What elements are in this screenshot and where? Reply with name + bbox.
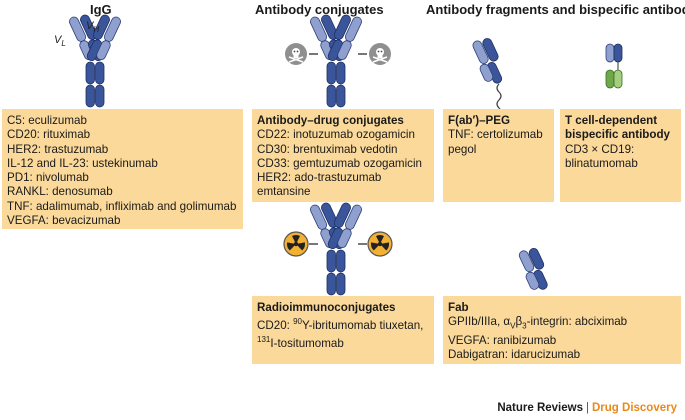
igg-line: C5: eculizumab bbox=[7, 114, 87, 127]
radio-antibody bbox=[308, 201, 364, 296]
footer-credit: Nature Reviews|Drug Discovery bbox=[497, 402, 677, 414]
igg-box: C5: eculizumab CD20: rituximab HER2: tra… bbox=[2, 109, 243, 229]
igg-line: CD20: rituximab bbox=[7, 128, 91, 142]
bispecific-line: CD3 × CD19: bbox=[565, 142, 635, 156]
fab-peg-fragment bbox=[472, 38, 503, 119]
skull-crossbones-icon bbox=[358, 43, 391, 65]
publisher-name: Nature Reviews bbox=[497, 402, 583, 414]
radio-line: 131I-tositumomab bbox=[257, 335, 344, 351]
bispecific-line: blinatumomab bbox=[565, 156, 638, 170]
bispecific-box: T cell-dependent bispecific antibody CD3… bbox=[560, 109, 681, 202]
vh-label: VH bbox=[86, 20, 100, 35]
radio-title: Radioimmunoconjugates bbox=[257, 301, 396, 314]
igg-line: IL-12 and IL-23: ustekinumab bbox=[7, 156, 158, 170]
fab-box: Fab GPIIb/IIIa, αVβ3-integrin: abciximab… bbox=[443, 296, 681, 364]
adc-line: emtansine bbox=[257, 185, 311, 199]
skull-crossbones-icon bbox=[285, 43, 318, 65]
adc-line: HER2: ado-trastuzumab bbox=[257, 171, 382, 185]
bispecific-title: T cell-dependent bbox=[565, 114, 658, 127]
adc-antibody bbox=[308, 13, 364, 108]
conjugates-heading: Antibody conjugates bbox=[255, 2, 384, 17]
fab-line: GPIIb/IIIa, αVβ3-integrin: abciximab bbox=[448, 315, 628, 331]
radiation-icon bbox=[283, 231, 318, 257]
peg-line: pegol bbox=[448, 142, 477, 156]
bispecific-title: bispecific antibody bbox=[565, 128, 671, 142]
igg-line: VEGFA: bevacizumab bbox=[7, 214, 121, 228]
igg-line: RANKL: denosumab bbox=[7, 185, 113, 199]
adc-line: CD30: brentuximab vedotin bbox=[257, 142, 398, 156]
adc-line: CD33: gemtuzumab ozogamicin bbox=[257, 156, 422, 170]
fragments-heading: Antibody fragments and bispecific antibo… bbox=[426, 2, 685, 17]
igg-heading: IgG bbox=[90, 2, 112, 17]
fab-line: VEGFA: ranibizumab bbox=[448, 333, 557, 347]
adc-box: Antibody–drug conjugates CD22: inotuzuma… bbox=[252, 109, 434, 202]
fab-line: Dabigatran: idarucizumab bbox=[448, 348, 581, 362]
igg-line: HER2: trastuzumab bbox=[7, 142, 109, 156]
peg-line: TNF: certolizumab bbox=[448, 128, 543, 142]
radiation-icon bbox=[358, 231, 393, 257]
radio-box: Radioimmunoconjugates CD20: 90Y-ibritumo… bbox=[252, 296, 434, 364]
journal-name: Drug Discovery bbox=[591, 402, 677, 414]
adc-line: CD22: inotuzumab ozogamicin bbox=[257, 128, 415, 142]
bispecific-antibody bbox=[605, 43, 623, 89]
radio-line: CD20: 90Y-ibritumomab tiuxetan, bbox=[257, 317, 424, 333]
adc-title: Antibody–drug conjugates bbox=[257, 114, 404, 127]
igg-line: PD1: nivolumab bbox=[7, 171, 89, 185]
fab-title: Fab bbox=[448, 301, 469, 314]
igg-line: TNF: adalimumab, infliximab and golimuma… bbox=[7, 199, 237, 213]
peg-title: F(ab′)–PEG bbox=[448, 114, 511, 127]
footer-separator: | bbox=[585, 402, 589, 414]
fab-fragment bbox=[518, 247, 548, 290]
peg-box: F(ab′)–PEG TNF: certolizumab pegol bbox=[443, 109, 554, 202]
vl-label: VL bbox=[54, 34, 66, 49]
